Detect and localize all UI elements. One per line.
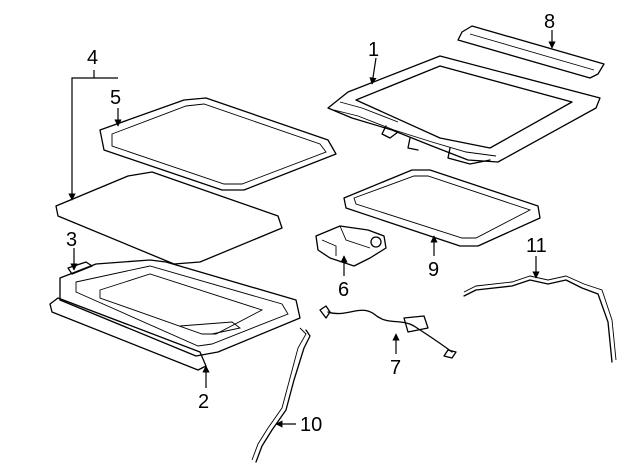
part-6-sunroof-motor <box>315 225 387 267</box>
part-3-frame-track <box>49 259 301 371</box>
part-7-wiring-harness <box>319 305 457 359</box>
callout-2: 2 <box>198 391 209 413</box>
part-5-glass-seal <box>99 97 337 191</box>
callout-4: 4 <box>87 47 98 69</box>
callout-1: 1 <box>368 39 379 61</box>
leader-lines <box>68 30 556 428</box>
callout-7: 7 <box>390 357 401 379</box>
callout-9: 9 <box>428 259 439 281</box>
callout-10: 10 <box>300 414 322 436</box>
callout-8: 8 <box>544 11 555 33</box>
part-10-drain-hose <box>251 327 311 463</box>
part-8-wind-deflector <box>457 25 605 79</box>
part-9-sunshade-panel <box>343 169 541 247</box>
callout-11: 11 <box>526 235 547 257</box>
callout-6: 6 <box>338 279 349 301</box>
part-4-glass-panel <box>55 171 283 265</box>
part-1-sunroof-frame <box>327 55 601 165</box>
callout-5: 5 <box>110 87 121 109</box>
part-11-drain-hose <box>463 275 617 363</box>
callout-3: 3 <box>66 229 77 251</box>
